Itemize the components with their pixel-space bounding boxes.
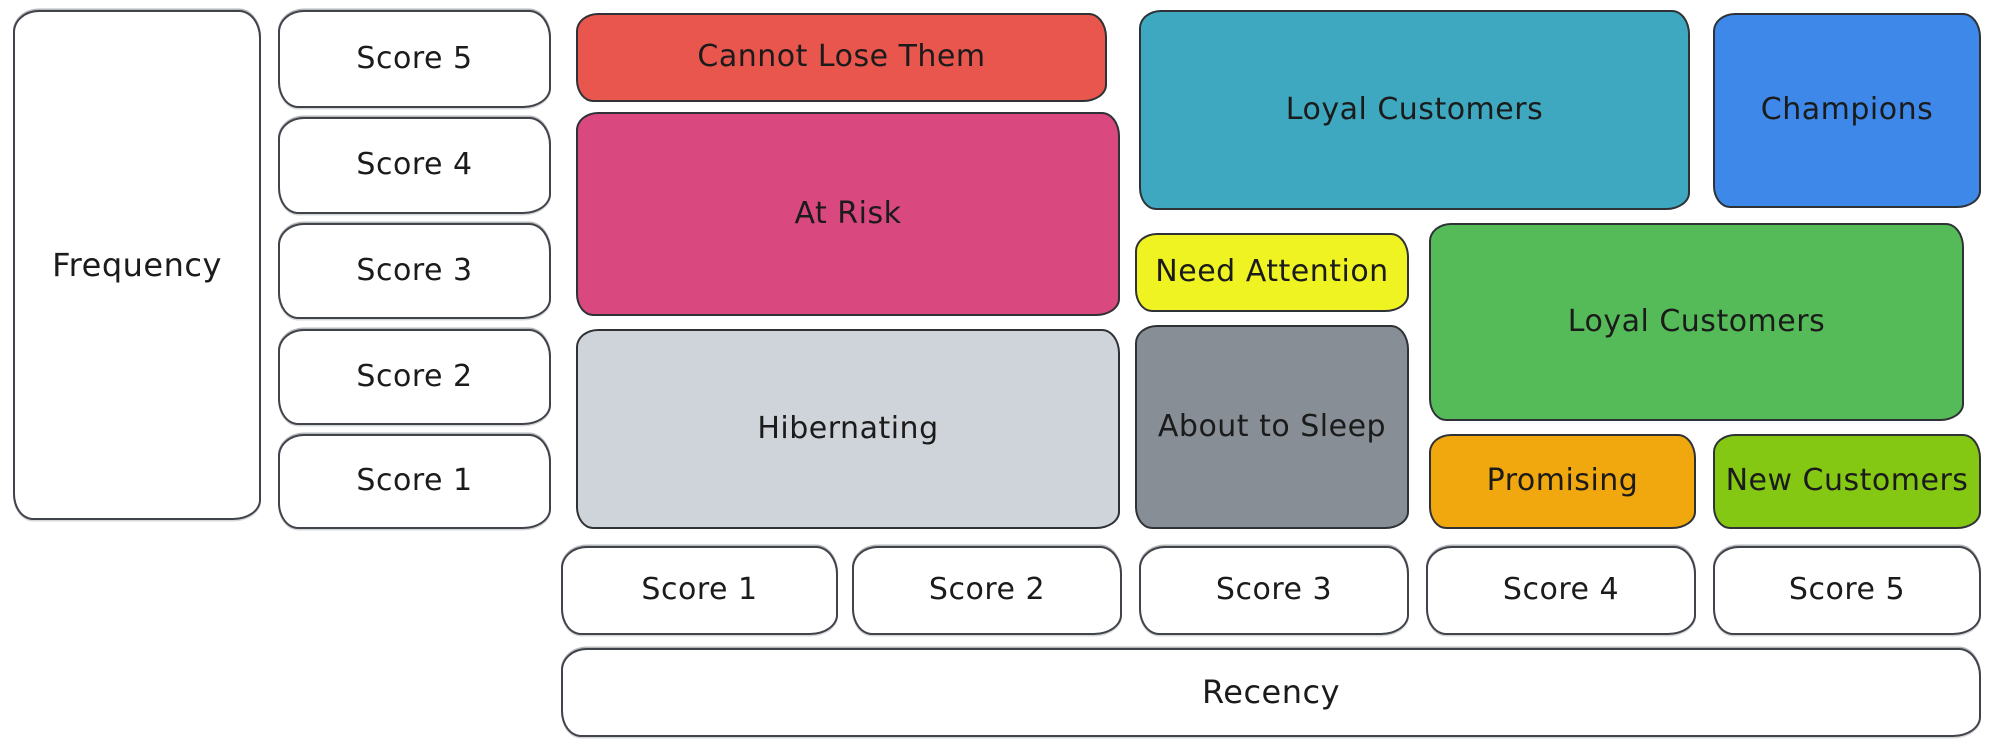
- segment-hibernating: Hibernating: [576, 329, 1120, 529]
- segment-loyal-customers-green: Loyal Customers: [1429, 223, 1964, 421]
- frequency-score-1: Score 1: [278, 434, 551, 529]
- recency-score-3: Score 3: [1139, 546, 1409, 635]
- segment-cannot-lose-them: Cannot Lose Them: [576, 13, 1107, 102]
- segment-loyal-customers-teal: Loyal Customers: [1139, 10, 1690, 210]
- segment-champions: Champions: [1713, 13, 1981, 208]
- frequency-score-4: Score 4: [278, 117, 551, 214]
- recency-score-2: Score 2: [852, 546, 1122, 635]
- recency-score-5: Score 5: [1713, 546, 1981, 635]
- segment-need-attention: Need Attention: [1135, 233, 1409, 312]
- segment-about-to-sleep: About to Sleep: [1135, 325, 1409, 529]
- frequency-score-2: Score 2: [278, 329, 551, 425]
- recency-score-1: Score 1: [561, 546, 838, 635]
- recency-score-4: Score 4: [1426, 546, 1696, 635]
- segment-promising: Promising: [1429, 434, 1696, 529]
- frequency-axis-label: Frequency: [13, 10, 261, 520]
- frequency-score-5: Score 5: [278, 10, 551, 108]
- segment-at-risk: At Risk: [576, 112, 1120, 316]
- segment-new-customers: New Customers: [1713, 434, 1981, 529]
- frequency-score-3: Score 3: [278, 223, 551, 319]
- recency-axis-label: Recency: [561, 648, 1981, 737]
